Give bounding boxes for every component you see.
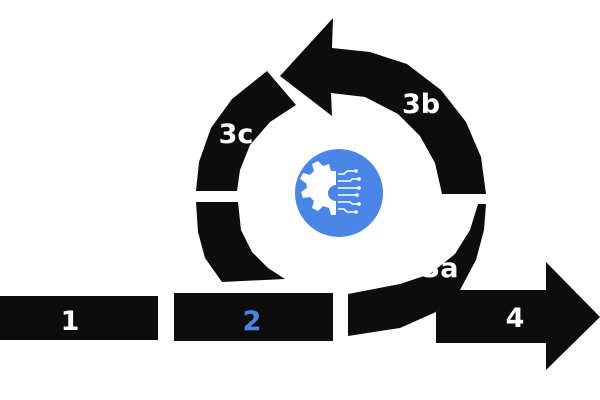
- step-3b-segment: [280, 18, 486, 194]
- step-1-bar: [0, 296, 158, 340]
- step-3a-segment: [348, 204, 486, 336]
- step-3c-label: 3c: [219, 119, 254, 150]
- step-2-label: 2: [243, 306, 262, 337]
- step-3c-segment: [196, 71, 296, 191]
- step-4-label: 4: [506, 303, 525, 334]
- step-3a-label: 3a: [421, 253, 458, 284]
- step-3b-label: 3b: [402, 89, 440, 120]
- step-4-arrow: [436, 262, 600, 370]
- step-3-lower-left-segment: [196, 202, 285, 282]
- step-2-bar: [174, 293, 333, 341]
- gear-circuit-icon: [300, 161, 361, 215]
- step-1-label: 1: [61, 306, 80, 337]
